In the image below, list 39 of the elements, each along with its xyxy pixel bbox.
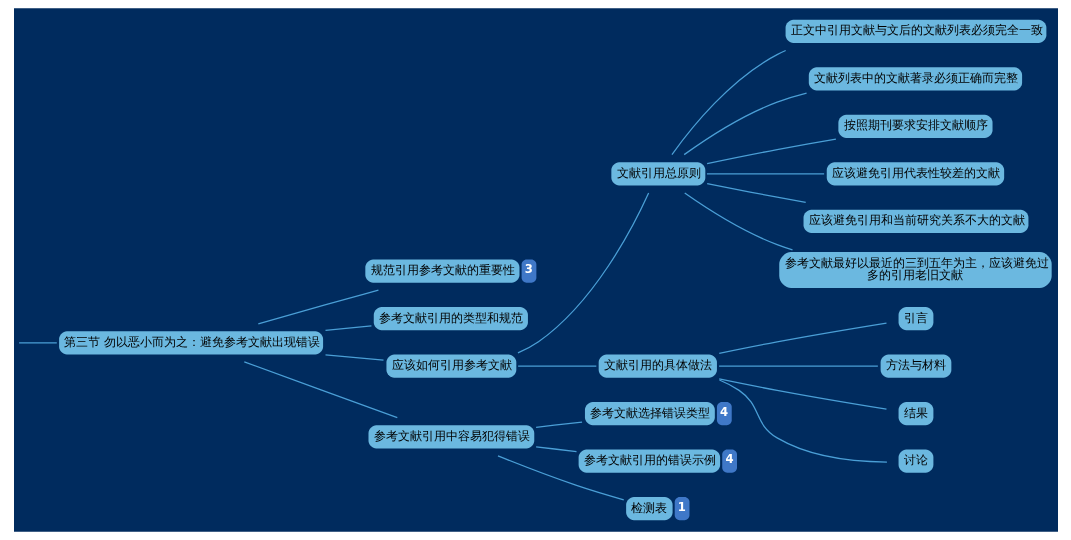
node-box: 应该如何引用参考文献 [385, 354, 516, 378]
connector [535, 446, 577, 453]
connector [683, 92, 807, 156]
node-box: 文献引用的具体做法 [598, 354, 717, 378]
node-box: 文献列表中的文献著录必须正确而完整 [808, 67, 1022, 91]
node-box: 讨论 [898, 449, 933, 473]
connector [257, 289, 379, 325]
connector [324, 354, 384, 361]
node-label: 3 [524, 261, 533, 276]
node-label: 4 [724, 452, 733, 467]
connector [17, 342, 57, 344]
connector [670, 49, 786, 156]
node-box: 应该避免引用和当前研究关系不大的文献 [803, 209, 1028, 234]
connector [496, 455, 624, 501]
connector [718, 378, 887, 410]
node-box: 正文中引用文献与文后的文献列表必须完全一致 [785, 19, 1046, 43]
connector [718, 322, 887, 354]
connector [243, 361, 398, 419]
connector [324, 325, 372, 331]
node-label: 1 [677, 499, 686, 514]
node-box: 第三节 勿以恶小而为之：避免参考文献出现错误 [58, 331, 323, 355]
node-box: 引言 [898, 306, 933, 331]
connector [705, 173, 825, 175]
connector [706, 183, 806, 204]
node-box: 文献引用总原则 [610, 162, 705, 186]
node-box: 参考文献引用的类型和规范 [373, 306, 528, 331]
node-box: 结果 [898, 402, 933, 426]
node-box: 应该避免引用代表性较差的文献 [826, 162, 1004, 186]
node-box: 方法与材料 [880, 354, 951, 378]
node-box: 参考文献引用中容易犯得错误 [368, 425, 534, 449]
connector [535, 421, 583, 428]
connector [683, 192, 793, 251]
node-box: 按照期刊要求安排文献顺序 [837, 114, 993, 138]
connector [516, 192, 649, 354]
node-label: 4 [719, 404, 728, 419]
connector [717, 365, 878, 367]
node-box: 参考文献最好以最近的三到五年为主，应该避免过多的引用老旧文献 [778, 252, 1052, 288]
connector [706, 138, 837, 165]
connector [517, 365, 597, 367]
